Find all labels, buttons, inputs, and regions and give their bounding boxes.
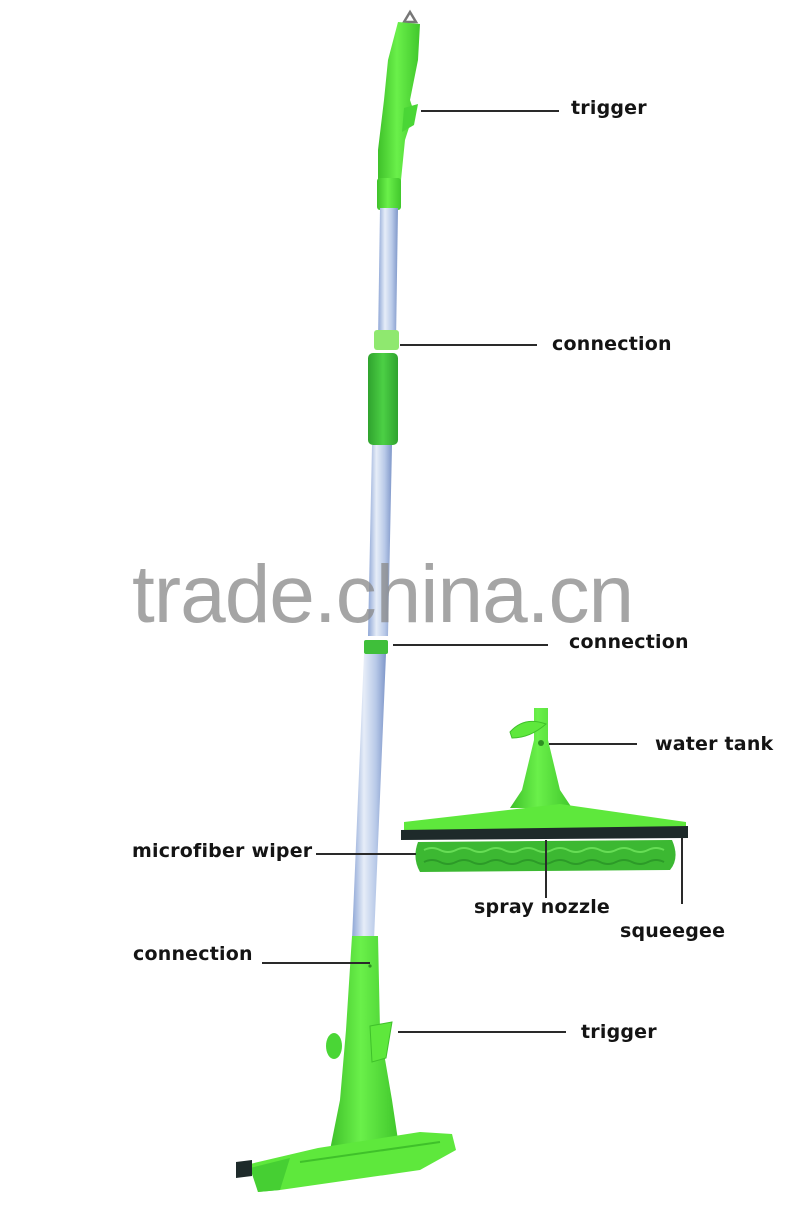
label-connection-middle: connection [569, 631, 689, 653]
squeegee-blade [401, 826, 688, 840]
label-water-tank: water tank [655, 733, 774, 755]
upper-connection-collar [374, 330, 399, 350]
leader-line-connection-upper [400, 344, 537, 346]
floor-head [236, 1132, 456, 1192]
middle-connection-collar [364, 640, 388, 654]
label-connection-lower: connection [133, 943, 253, 965]
leader-line-spray-nozzle [545, 840, 547, 898]
middle-pole [368, 445, 392, 636]
hanging-hook-icon [401, 9, 419, 24]
label-squeegee: squeegee [620, 920, 726, 942]
upper-pole [378, 208, 398, 342]
top-handle [377, 22, 420, 210]
label-trigger-top: trigger [571, 97, 647, 119]
leader-line-squeegee [681, 838, 683, 904]
leader-line-connection-lower [262, 962, 370, 964]
watermark: trade.china.cn [132, 549, 634, 640]
label-connection-upper: connection [552, 333, 672, 355]
label-microfiber-wiper: microfiber wiper [132, 840, 313, 862]
leader-line-trigger-top [421, 110, 559, 112]
lower-pole [352, 654, 386, 940]
leader-line-trigger-bottom [398, 1031, 566, 1033]
label-spray-nozzle: spray nozzle [474, 896, 611, 918]
label-trigger-bottom: trigger [581, 1021, 657, 1043]
leader-line-microfiber-wiper [316, 853, 416, 855]
foam-grip [368, 353, 398, 445]
water-tank-inset [401, 708, 688, 872]
lower-housing [326, 936, 398, 1150]
leader-line-water-tank [549, 743, 637, 745]
leader-line-connection-middle [393, 644, 548, 646]
